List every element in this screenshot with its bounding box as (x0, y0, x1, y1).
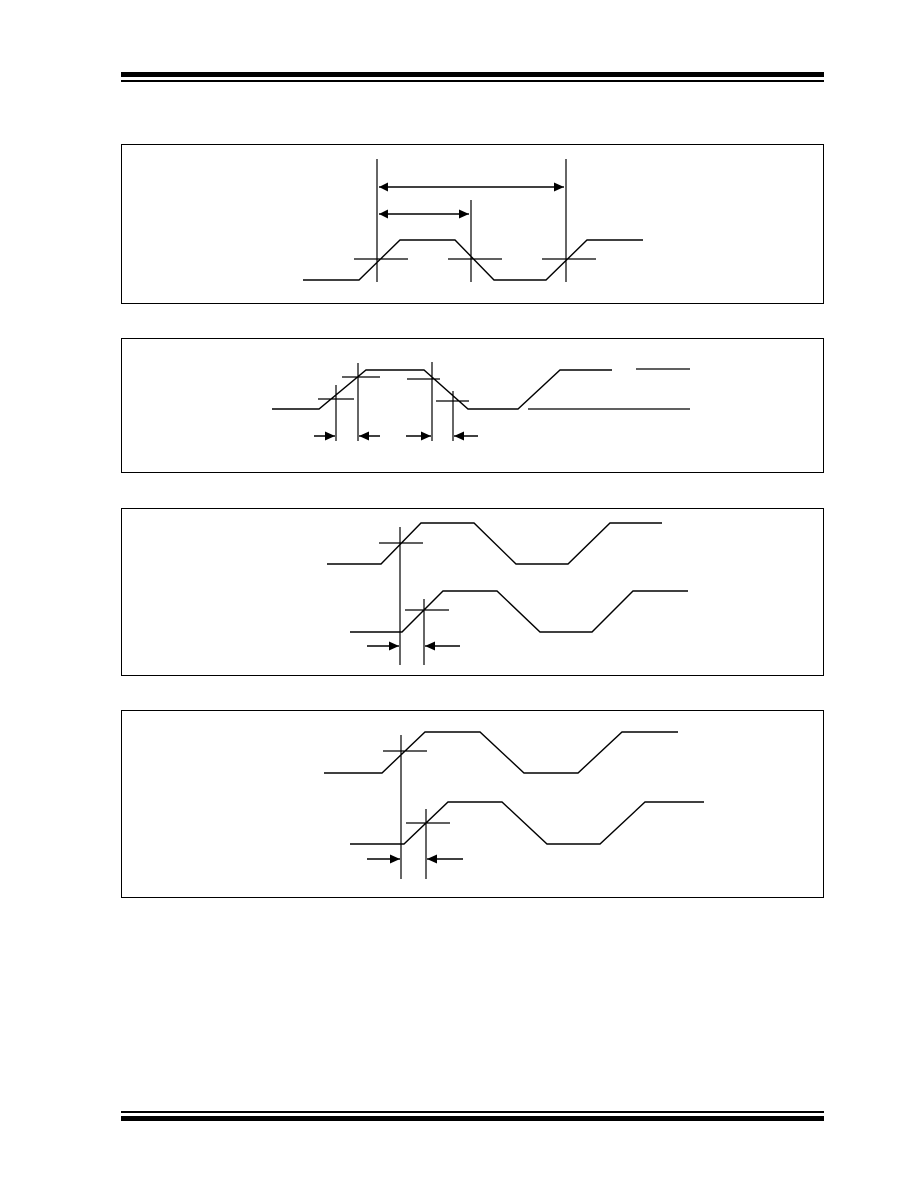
output-waveform (350, 590, 688, 633)
timing-diagram-rise-fall (121, 338, 824, 473)
reference-waveform (327, 522, 662, 565)
delayed-waveform (350, 801, 704, 845)
footer-rule-thin (121, 1111, 824, 1113)
timing-diagram-rise-fall-svg (272, 362, 690, 441)
timing-diagram-output-delay-svg (327, 522, 688, 665)
header-rule-thin (121, 80, 824, 82)
clock-waveform (303, 239, 643, 281)
pulse-waveform (272, 369, 612, 410)
footer-rule-thick (121, 1116, 824, 1121)
timing-diagram-input-delay (121, 710, 824, 898)
reference-waveform (324, 731, 678, 774)
timing-diagram-clock-svg (303, 159, 643, 282)
timing-diagram-output-delay (121, 508, 824, 676)
timing-diagram-clock (121, 144, 824, 304)
timing-diagram-input-delay-svg (324, 731, 704, 879)
header-rule-thick (121, 72, 824, 77)
